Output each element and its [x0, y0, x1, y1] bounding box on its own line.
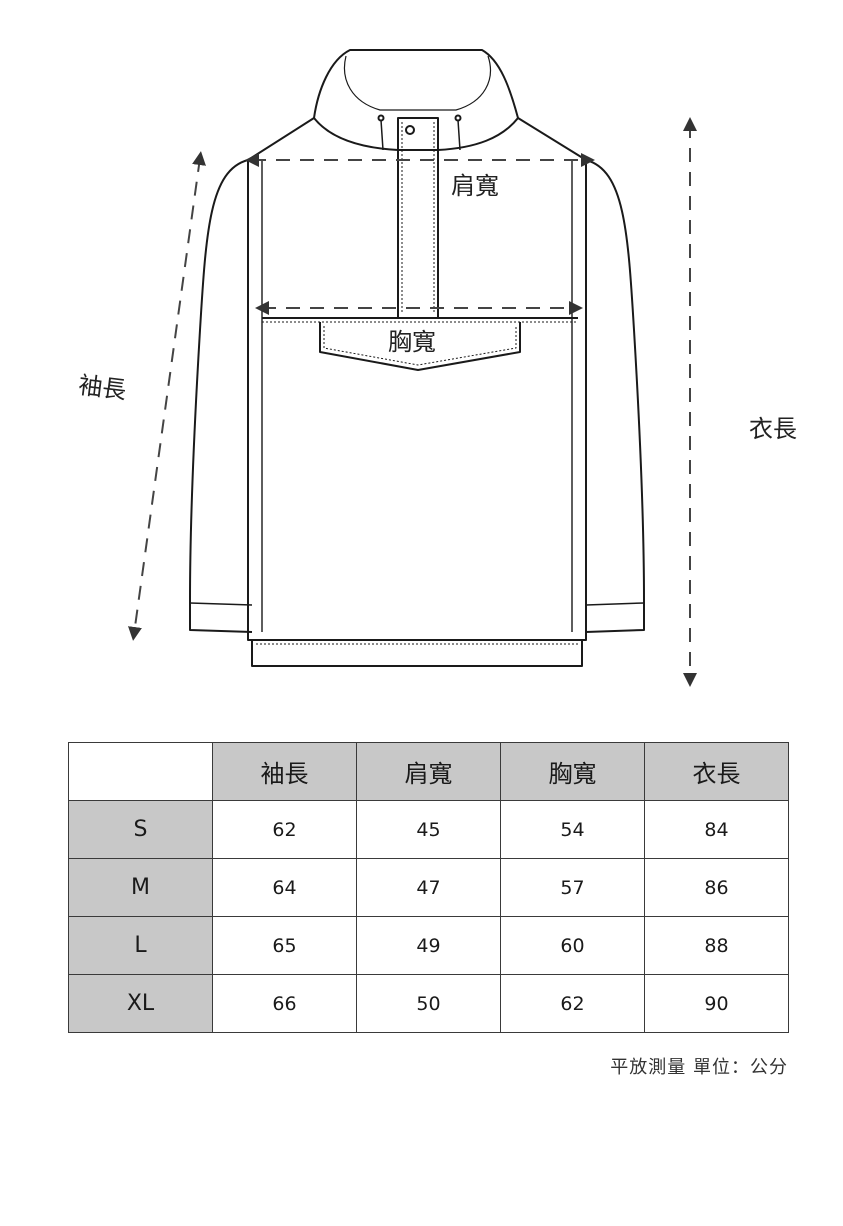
table-row: XL 66 50 62 90 — [68, 974, 789, 1033]
size-cell: M — [68, 858, 213, 917]
hoodie-diagram — [128, 49, 697, 687]
value-cell: 45 — [356, 800, 501, 859]
value-cell: 88 — [644, 916, 789, 975]
table-header-row: 袖長 肩寬 胸寬 衣長 — [68, 742, 789, 801]
value-cell: 66 — [212, 974, 357, 1033]
table-header-sleeve: 袖長 — [212, 742, 357, 801]
size-chart-table: 袖長 肩寬 胸寬 衣長 S 62 45 54 84 M 64 47 57 86 … — [68, 742, 789, 1033]
body-length-label: 衣長 — [749, 415, 797, 443]
value-cell: 50 — [356, 974, 501, 1033]
table-row: M 64 47 57 86 — [68, 858, 789, 917]
measurement-note: 平放測量 單位：公分 — [610, 1057, 788, 1078]
table-header-corner — [68, 742, 213, 801]
value-cell: 65 — [212, 916, 357, 975]
value-cell: 84 — [644, 800, 789, 859]
value-cell: 64 — [212, 858, 357, 917]
dimension-arrows — [128, 117, 697, 687]
value-cell: 49 — [356, 916, 501, 975]
size-cell: S — [68, 800, 213, 859]
sleeve-length-label: 袖長 — [76, 371, 128, 405]
chest-width-label: 胸寬 — [388, 328, 436, 356]
value-cell: 86 — [644, 858, 789, 917]
table-header-chest: 胸寬 — [500, 742, 645, 801]
size-cell: XL — [68, 974, 213, 1033]
value-cell: 47 — [356, 858, 501, 917]
table-header-length: 衣長 — [644, 742, 789, 801]
hoodie-outline — [189, 49, 645, 667]
value-cell: 57 — [500, 858, 645, 917]
table-row: L 65 49 60 88 — [68, 916, 789, 975]
value-cell: 54 — [500, 800, 645, 859]
shoulder-width-label: 肩寬 — [451, 172, 499, 200]
value-cell: 62 — [500, 974, 645, 1033]
table-row: S 62 45 54 84 — [68, 800, 789, 859]
size-cell: L — [68, 916, 213, 975]
value-cell: 90 — [644, 974, 789, 1033]
value-cell: 62 — [212, 800, 357, 859]
value-cell: 60 — [500, 916, 645, 975]
table-header-shoulder: 肩寬 — [356, 742, 501, 801]
